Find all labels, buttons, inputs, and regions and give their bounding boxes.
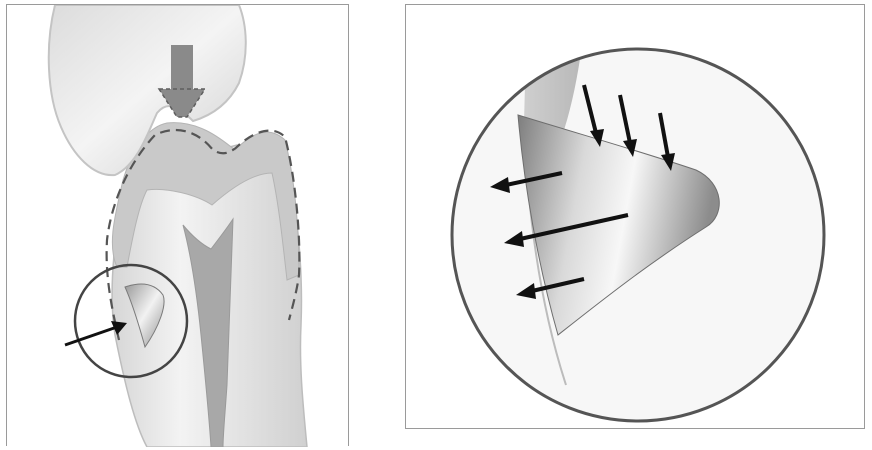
tooth-diagram-panel [6,4,349,446]
magnified-lesion-panel [405,4,865,429]
tooth-diagram-svg [7,5,350,447]
magnified-lesion-svg [406,5,866,430]
